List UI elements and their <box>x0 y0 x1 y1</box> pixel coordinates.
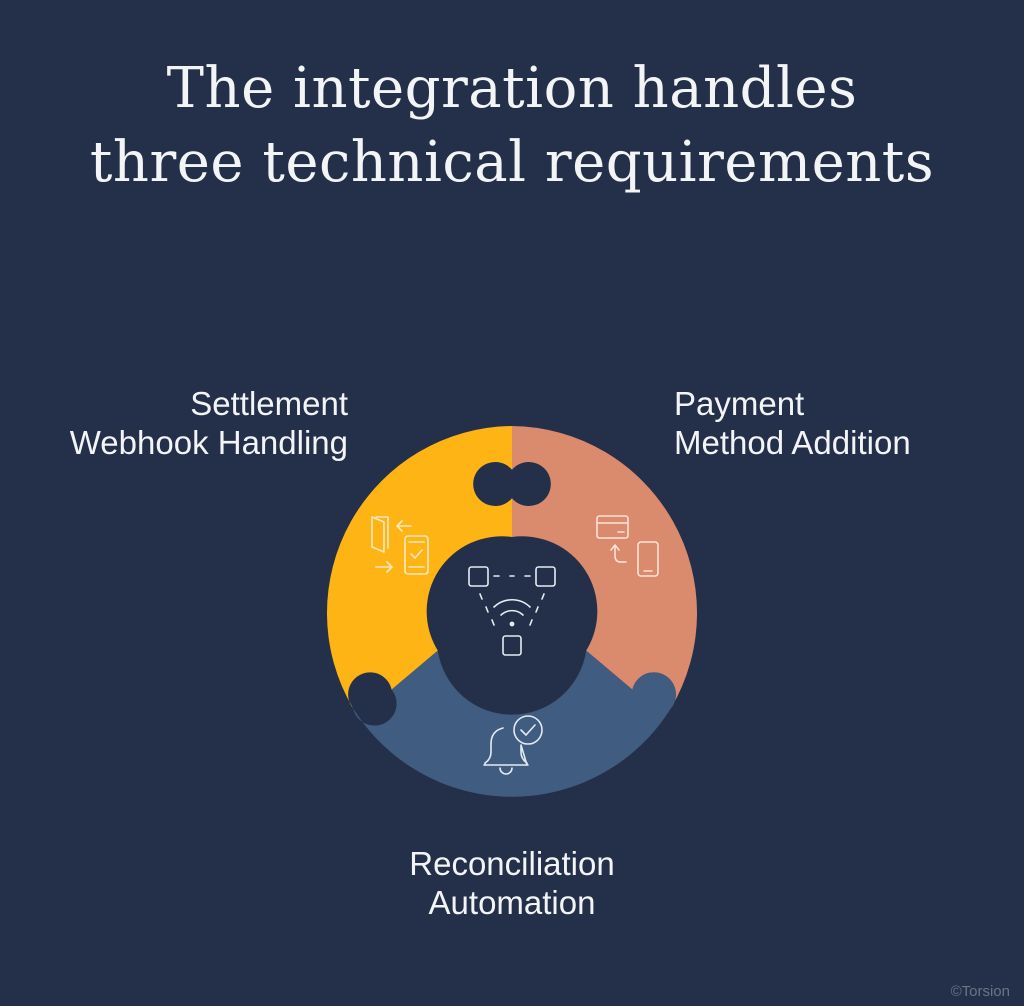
reconciliation-segment <box>353 650 676 797</box>
payment-label: Payment Method Addition <box>674 384 1004 462</box>
page-title: The integration handles three technical … <box>0 52 1024 200</box>
title-line-1: The integration handles <box>166 56 858 121</box>
settlement-label-line-2: Webhook Handling <box>69 424 348 461</box>
reconciliation-label: Reconciliation Automation <box>362 844 662 922</box>
bell-check-icon <box>483 715 543 775</box>
payment-label-line-1: Payment <box>674 385 805 422</box>
settlement-label: Settlement Webhook Handling <box>20 384 348 462</box>
payment-label-line-2: Method Addition <box>674 424 911 461</box>
card-to-phone-icon <box>596 515 659 577</box>
settlement-label-line-1: Settlement <box>190 385 348 422</box>
copyright-text: ©Torsion <box>950 983 1010 1000</box>
title-line-2: three technical requirements <box>89 130 935 195</box>
reconciliation-label-line-1: Reconciliation <box>409 845 615 882</box>
wireless-network-icon <box>468 566 556 656</box>
center-circle <box>437 537 587 687</box>
reconciliation-label-line-2: Automation <box>428 884 596 921</box>
document-phone-sync-icon <box>371 516 429 575</box>
payment-segment <box>512 426 698 709</box>
